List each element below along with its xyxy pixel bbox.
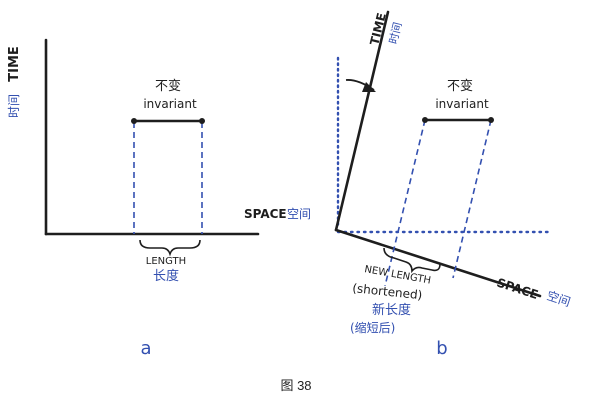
panel-a-space-label-zh: 空间 xyxy=(287,207,311,221)
panel-a-length-zh: 长度 xyxy=(153,268,179,284)
figure-caption: 图 38 xyxy=(280,378,311,393)
panel-b-tilted-space-axis xyxy=(334,228,542,298)
panel-b-shortened-zh: (缩短后) xyxy=(350,320,395,335)
panel-b: TIME 时间 不变 invariant NEW LENGTH (shorten… xyxy=(334,10,572,359)
panel-b-worldline-left xyxy=(384,119,426,287)
panel-a-rod-end-left xyxy=(131,118,137,124)
panel-a-rod-end-right xyxy=(199,118,205,124)
panel-b-shortened-en: (shortened) xyxy=(352,281,423,302)
panel-b-rotation-arrowhead xyxy=(362,82,376,92)
panel-a-length-brace xyxy=(139,239,201,257)
panel-b-worldline-right xyxy=(452,119,492,279)
panel-b-time-label-en: TIME xyxy=(367,11,389,46)
panel-b-space-label-en: SPACE xyxy=(495,276,540,302)
panel-a-time-label-zh: 时间 xyxy=(7,94,21,118)
panel-a-invariant-zh: 不变 xyxy=(155,78,181,94)
panel-b-rod-end-left xyxy=(422,117,428,123)
panel-b-invariant-zh: 不变 xyxy=(447,78,473,94)
panel-a-length-en: LENGTH xyxy=(146,256,186,267)
panel-a: TIME 时间 不变 invariant SPACE 空间 LENGTH 长度 … xyxy=(7,38,311,359)
panel-b-length-brace xyxy=(383,247,441,274)
panel-b-tilted-time-axis xyxy=(334,10,390,232)
panel-b-time-label-zh: 时间 xyxy=(387,21,405,45)
panel-b-letter: b xyxy=(436,338,447,359)
panel-b-space-label-zh: 空间 xyxy=(545,289,572,310)
panel-a-invariant-en: invariant xyxy=(143,97,197,111)
panel-b-rod-end-right xyxy=(488,117,494,123)
panel-b-new-length-zh: 新长度 xyxy=(372,302,411,318)
panel-a-time-label-en: TIME xyxy=(7,46,22,82)
panel-b-invariant-en: invariant xyxy=(435,97,489,111)
panel-a-space-label-en: SPACE xyxy=(244,207,287,221)
panel-a-letter: a xyxy=(140,338,151,359)
